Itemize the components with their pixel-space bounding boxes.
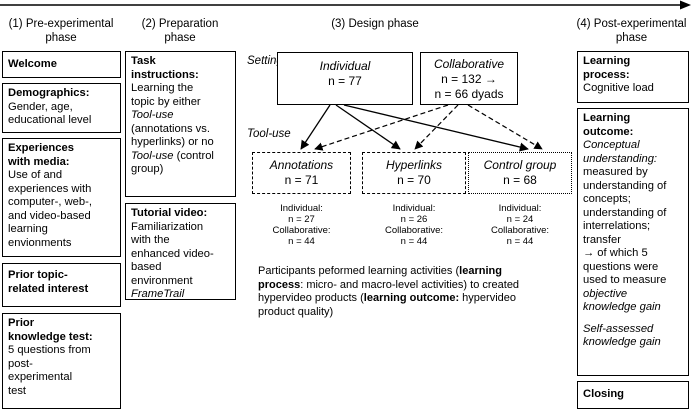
setting-label: Setting: [247, 55, 283, 67]
phase-3-header: (3) Design phase: [331, 18, 419, 30]
learning-outcome-box: Learning outcome: Conceptual understandi…: [577, 108, 689, 376]
annotations-box: Annotations n = 71: [252, 152, 351, 194]
tutorial-video-box: Tutorial video: Familiarization with the…: [125, 203, 236, 300]
timeline-arrow: [0, 0, 691, 10]
hyperlinks-breakdown: Individual: n = 26 Collaborative: n = 44: [384, 203, 444, 247]
demographics-box: Demographics: Gender, age, educational l…: [2, 83, 121, 133]
prior-knowledge-box: Prior knowledge test: 5 questions from p…: [2, 313, 121, 409]
closing-box: Closing: [577, 381, 689, 409]
welcome-box: Welcome: [2, 51, 121, 78]
prior-interest-box: Prior topic- related interest: [2, 263, 121, 307]
individual-setting-box: Individual n = 77: [277, 52, 413, 105]
control-group-box: Control group n = 68: [468, 152, 572, 194]
task-instructions-box: Task instructions: Learning the topic by…: [125, 51, 236, 197]
annotations-breakdown: Individual: n = 27 Collaborative: n = 44: [272, 203, 331, 247]
tooluse-label: Tool-use: [247, 128, 291, 140]
learning-process-box: Learning process: Cognitive load: [577, 51, 689, 103]
design-description: Participants peformed learning activitie…: [258, 265, 520, 318]
media-experience-box: Experiences with media: Use of and exper…: [2, 138, 121, 257]
hyperlinks-box: Hyperlinks n = 70: [362, 152, 466, 194]
collaborative-setting-box: Collaborative n = 132 → n = 66 dyads: [420, 52, 518, 105]
control-breakdown: Individual: n = 24 Collaborative: n = 44: [490, 203, 550, 247]
